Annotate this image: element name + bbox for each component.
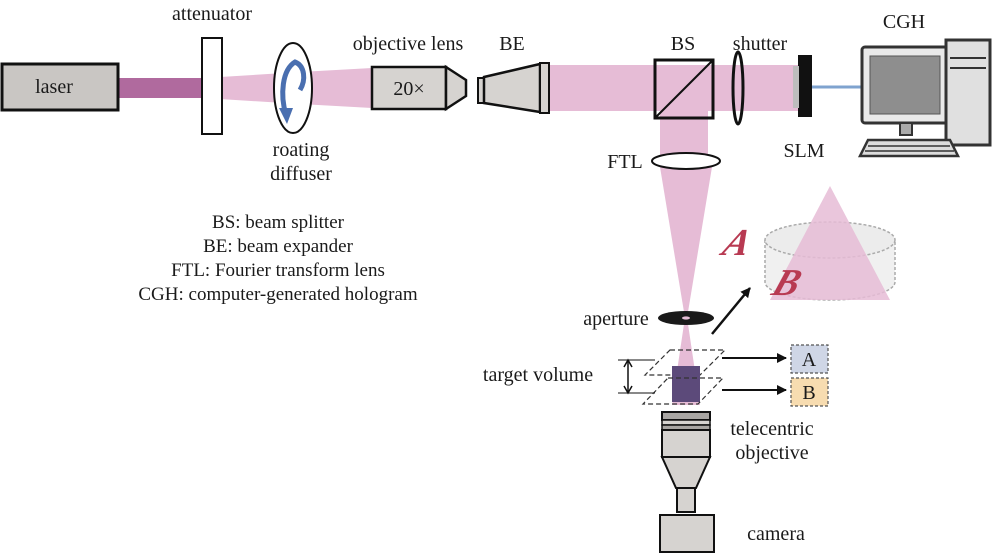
shutter-label: shutter bbox=[733, 33, 788, 55]
aperture-label: aperture bbox=[583, 308, 649, 330]
telecentric-objective: telecentric objective bbox=[660, 411, 814, 513]
camera-label: camera bbox=[747, 523, 805, 545]
slm: SLM bbox=[783, 55, 825, 162]
camera: camera bbox=[659, 514, 805, 553]
telecentric-label-line1: telecentric bbox=[730, 418, 813, 440]
legend-item: BE: beam expander bbox=[203, 236, 354, 257]
target-volume-label: target volume bbox=[483, 364, 593, 386]
shutter: shutter bbox=[731, 33, 788, 126]
legend-item: BS: beam splitter bbox=[212, 212, 345, 233]
volume-inset: A B bbox=[714, 186, 896, 304]
aperture: aperture bbox=[583, 308, 714, 330]
cgh-label: CGH bbox=[883, 11, 925, 33]
laser-beam bbox=[118, 78, 204, 98]
pointer-arrow bbox=[711, 287, 751, 335]
attenuator: attenuator bbox=[172, 3, 252, 135]
plane-a-label: A bbox=[802, 349, 817, 371]
volume-block bbox=[672, 366, 700, 402]
beam-splitter: BS bbox=[653, 33, 715, 120]
slm-label: SLM bbox=[783, 140, 824, 162]
legend: BS: beam splitter BE: beam expander FTL:… bbox=[138, 212, 417, 305]
plane-b-label: B bbox=[802, 382, 815, 404]
inset-letter-a: A bbox=[714, 222, 757, 264]
objective-lens: 20× objective lens bbox=[353, 33, 468, 112]
fourier-transform-lens: FTL bbox=[607, 151, 721, 173]
plane-b-outline bbox=[641, 377, 725, 405]
legend-item: CGH: computer-generated hologram bbox=[138, 284, 417, 305]
plane-a-box bbox=[790, 344, 829, 374]
plane-indicators: A B bbox=[722, 344, 829, 407]
projection-cone bbox=[770, 186, 890, 300]
telecentric-label-line2: objective bbox=[735, 442, 808, 464]
plane-b-box bbox=[790, 377, 829, 407]
beam-expanded bbox=[548, 65, 798, 111]
diffuser-label-line2: diffuser bbox=[270, 163, 332, 185]
laser: laser bbox=[0, 62, 120, 112]
legend-item: FTL: Fourier transform lens bbox=[171, 260, 385, 281]
rotating-diffuser: roating diffuser bbox=[270, 42, 332, 185]
beam-converging bbox=[660, 167, 712, 312]
be-label: BE bbox=[499, 33, 525, 55]
computer-icon: CGH bbox=[857, 11, 992, 158]
ftl-label: FTL bbox=[607, 151, 643, 173]
rotation-arrow-icon bbox=[280, 59, 307, 116]
target-volume: target volume bbox=[483, 349, 727, 405]
beam-expander: BE bbox=[477, 33, 550, 114]
attenuator-label: attenuator bbox=[172, 3, 252, 25]
objective-mag-label: 20× bbox=[393, 78, 424, 100]
bs-label: BS bbox=[671, 33, 695, 55]
diffuser-label-line1: roating bbox=[273, 139, 330, 161]
beam-diverging bbox=[300, 68, 372, 108]
laser-label: laser bbox=[35, 76, 73, 98]
objective-lens-label: objective lens bbox=[353, 33, 464, 55]
